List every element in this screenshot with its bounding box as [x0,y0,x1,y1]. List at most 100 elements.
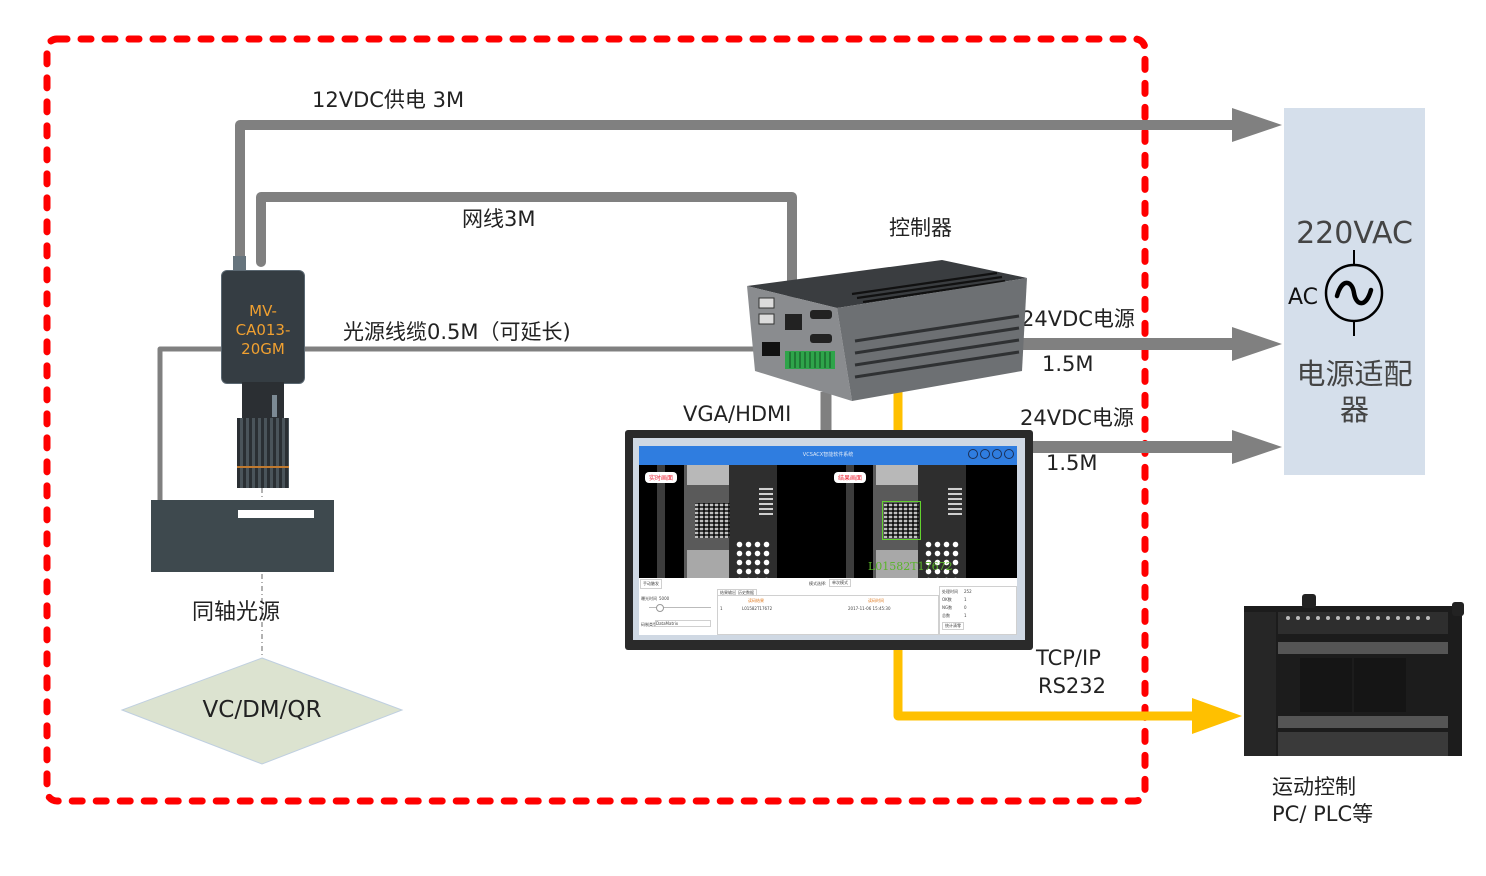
coaxial-light-window [238,510,314,518]
decoded-text: L01582T17672 [868,560,953,573]
label-controller: 控制器 [889,216,952,240]
exposure-label: 曝光时间 [641,596,657,601]
stat-label: 处理时间 [942,589,958,594]
exposure-slider-knob[interactable] [656,604,664,612]
controller[interactable] [747,256,1032,404]
app-bottom-panel: 手动触发 模式选择: 单次模式 曝光时间 5000 码制类型 DataMatri… [639,578,1017,635]
controller-side-vents [854,314,1020,379]
controller-side [837,278,1027,401]
stat-value: 252 [964,589,972,594]
result-view: 结果画面 L01582T17672 [828,465,1017,578]
lens-mount-highlight [272,395,277,417]
view-bg [657,465,665,578]
view-bg [687,550,729,578]
monitor[interactable]: VCSACX智能软件系统 实时画面 [625,430,1033,650]
view-bg [924,540,960,578]
monitor-screen: VCSACX智能软件系统 实时画面 [633,438,1025,640]
lens-band [237,466,289,468]
decode-roi [882,501,921,540]
plc-left-panel [1244,612,1276,756]
datamatrix-code [884,503,919,538]
camera-model-line: 20GM [241,340,285,358]
live-view-tag: 实时画面 [645,472,678,483]
lens [237,418,289,488]
results-table: 读码结果 读码时间 1 L01582T17672 2017-11-06 15:4… [717,595,939,635]
table-cell: L01582T17672 [742,606,773,611]
app-titlebar: VCSACX智能软件系统 [639,446,1017,465]
app-title: VCSACX智能软件系统 [802,452,854,458]
target-diamond [120,657,404,765]
plc-top-terminals [1278,612,1448,634]
hdmi-port-1 [810,310,832,319]
view-bg [876,465,918,485]
plc-front-cover-2 [1354,658,1406,712]
view-bg [735,540,771,578]
controller-top [747,260,1027,308]
label-comm-line2: RS232 [1038,674,1107,698]
reset-stats-button[interactable]: 统计清零 [942,622,964,630]
code-type-select[interactable]: DataMatrix [655,620,711,627]
arrow-controller-power [1232,327,1282,361]
stat-label: OK数 [942,597,952,602]
mode-select[interactable]: 单次模式 [829,579,851,587]
label-light-cable: 光源线缆0.5M（可延长) [343,320,571,344]
lan-port [785,314,802,330]
label-monitor-power: 24VDC电源 [1020,406,1134,430]
table-header: 读码结果 [748,598,764,603]
adapter-name: 电源适配 器 [1284,356,1425,428]
coaxial-light[interactable] [151,500,334,572]
settings-icon[interactable] [968,449,978,459]
table-cell: 2017-11-06 15:45:30 [848,606,891,611]
plc-bottom-terminals [1278,732,1448,756]
hdmi-port-2 [810,334,832,343]
result-view-tag: 结果画面 [834,472,867,483]
system-boundary [43,35,1149,805]
code-type-label: 码制类型 [641,622,657,627]
camera[interactable]: MV- CA013- 20GM [221,270,305,384]
adapter-voltage: 220VAC [1296,216,1413,251]
label-plc-line1: 运动控制 [1272,775,1356,799]
adapter-name-line: 器 [1339,393,1369,427]
usb-port-1 [758,297,775,309]
camera-model: MV- CA013- 20GM [222,302,304,359]
plc-mount-tab-right [1452,602,1464,616]
manual-trigger-button[interactable]: 手动触发 [640,579,662,589]
wire-camera-power [235,120,1235,262]
arrow-camera-power [1232,108,1282,142]
view-bg [948,487,962,515]
power-adapter[interactable]: 220VAC AC 电源适配 器 [1284,108,1425,475]
ac-source-icon [1324,250,1384,336]
minimize-icon[interactable] [980,449,990,459]
arrow-comm [1192,698,1242,734]
adapter-name-line: 电源适配 [1296,357,1413,391]
camera-model-line: MV- [249,302,277,320]
stat-value: 1 [964,597,967,602]
view-bg [846,465,854,578]
label-plc-line2: PC/ PLC等 [1272,802,1374,826]
exposure-slider-track[interactable] [649,607,711,608]
stat-value: 0 [964,605,967,610]
stat-label: NG数 [942,605,953,610]
plc-top-io-strip [1278,642,1448,654]
wire-light-cable-left [157,346,225,500]
arrow-monitor-power [1232,430,1282,464]
adapter-ac-label: AC [1288,285,1319,310]
target: VC/DM/QR [120,657,404,765]
plc-front-cover-1 [1300,658,1352,712]
label-controller-power: 24VDC电源 [1021,307,1135,331]
usb-port-2 [758,313,775,325]
plc[interactable] [1242,592,1468,762]
close-icon[interactable] [1004,449,1014,459]
lock-icon[interactable] [992,449,1002,459]
view-bg [687,465,729,485]
lens-mount [242,382,284,422]
stats-panel: 处理时间 252 OK数 1 NG数 0 总数 1 统计清零 [939,586,1017,635]
io-terminal-pins [789,352,831,368]
target-label: VC/DM/QR [202,697,322,723]
light-port [762,342,780,356]
label-network: 网线3M [462,207,536,231]
stat-label: 总数 [942,613,950,618]
table-cell: 1 [720,606,723,611]
plc-mount-tab-left [1302,594,1316,608]
wire-comm-out [893,650,1200,721]
